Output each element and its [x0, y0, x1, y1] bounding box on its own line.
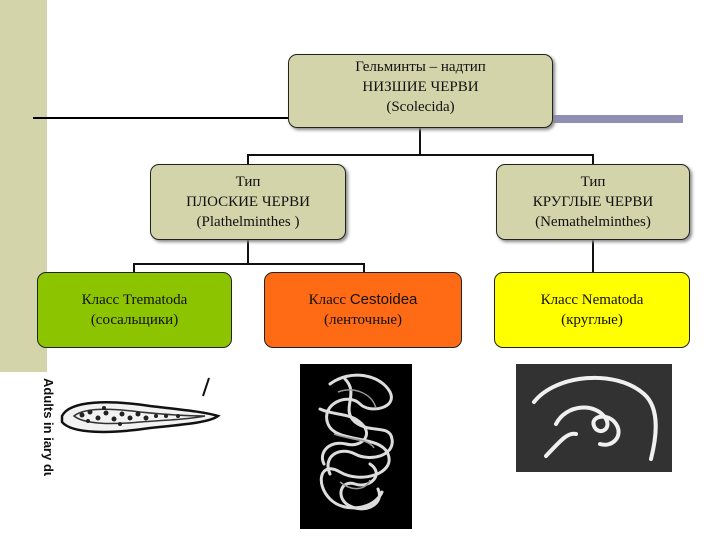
root-line2: НИЗШИЕ ЧЕРВИ: [362, 79, 479, 95]
connector-type2-bottom: [592, 240, 594, 272]
class3-title: Класс Nematoda: [540, 292, 644, 308]
roundworm-photo-image: [516, 364, 672, 472]
connector-root-down: [419, 128, 421, 155]
class1-title: Класс Trematoda: [81, 292, 188, 308]
class-node-cestoidea: Класс Cestoidea (ленточные): [264, 272, 462, 348]
class2-title: Класс Cestoidea: [308, 291, 418, 308]
class-node-trematoda: Класс Trematoda (сосальщики): [37, 272, 232, 348]
class-node-nematoda: Класс Nematoda (круглые): [494, 272, 690, 348]
type1-line1: Тип: [235, 174, 261, 190]
tapeworm-photo-image: [300, 364, 412, 529]
type1-line2: ПЛОСКИЕ ЧЕРВИ: [186, 194, 310, 210]
type2-line3: (Nemathelminthes): [535, 214, 651, 230]
connector-type1-down: [247, 154, 249, 164]
connector-classes-horizontal: [133, 263, 365, 265]
type-node-roundworms: Тип КРУГЛЫЕ ЧЕРВИ (Nemathelminthes): [496, 164, 690, 240]
class1-sub: (сосальщики): [90, 312, 179, 328]
root-line1: Гельминты – надтип: [355, 59, 486, 75]
root-line3: (Scolecida): [386, 99, 455, 115]
title-divider-accent: [553, 115, 683, 123]
connector-type2-down: [592, 154, 594, 164]
connector-class2-down: [363, 263, 365, 272]
title-divider-line: [33, 117, 289, 119]
connector-class1-down: [133, 263, 135, 272]
type1-line3: (Plathelminthes ): [196, 214, 300, 230]
class2-sub: (ленточные): [324, 312, 402, 328]
class3-sub: (круглые): [561, 312, 623, 328]
connector-type1-bottom: [247, 240, 249, 264]
trematoda-caption: Adults in iary duct: [41, 378, 56, 476]
trematoda-fluke-image: Adults in iary duct: [0, 372, 240, 476]
type2-line1: Тип: [580, 174, 606, 190]
type2-line2: КРУГЛЫЕ ЧЕРВИ: [532, 194, 654, 210]
root-node-helminths: Гельминты – надтип НИЗШИЕ ЧЕРВИ (Scoleci…: [288, 54, 553, 128]
connector-types-horizontal: [247, 154, 593, 156]
type-node-flatworms: Тип ПЛОСКИЕ ЧЕРВИ (Plathelminthes ): [150, 164, 346, 240]
